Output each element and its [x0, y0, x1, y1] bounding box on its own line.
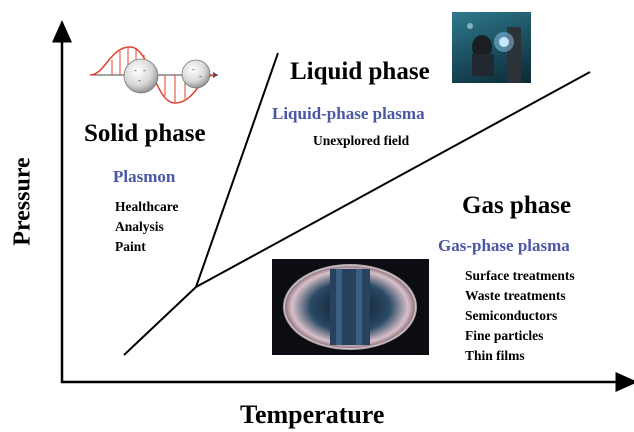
boundary-liquid-gas	[195, 71, 591, 288]
list-item: Waste treatments	[465, 288, 566, 303]
gas-phase-title: Gas phase	[462, 192, 572, 219]
list-item: Semiconductors	[465, 308, 558, 323]
list-item: Fine particles	[465, 328, 544, 343]
solid-phase-title: Solid phase	[84, 120, 206, 147]
list-item: Paint	[115, 239, 146, 254]
svg-text:-: -	[199, 72, 202, 81]
list-item: Thin films	[465, 348, 525, 363]
underwater-plasma-welding-photo	[452, 12, 531, 83]
svg-text:-: -	[143, 66, 146, 75]
gas-plasma-label: Gas-phase plasma	[438, 236, 570, 255]
list-item: Analysis	[115, 219, 164, 234]
x-axis-label: Temperature	[240, 400, 385, 429]
unexplored-field-note: Unexplored field	[313, 133, 410, 148]
list-item: Healthcare	[115, 199, 179, 214]
svg-text:-: -	[134, 66, 137, 75]
boundary-lower	[123, 286, 197, 356]
svg-text:-: -	[138, 76, 141, 85]
liquid-phase-title: Liquid phase	[290, 58, 430, 85]
solid-items-list: Healthcare Analysis Paint	[115, 197, 178, 257]
list-item: Surface treatments	[465, 268, 575, 283]
gas-items-list: Surface treatments Waste treatments Semi…	[465, 266, 575, 366]
svg-text:-: -	[192, 65, 195, 74]
tokamak-plasma-chamber-photo	[272, 259, 429, 355]
boundary-solid-liquid	[195, 52, 279, 288]
plasmon-label: Plasmon	[113, 167, 176, 186]
liquid-plasma-label: Liquid-phase plasma	[272, 104, 425, 123]
